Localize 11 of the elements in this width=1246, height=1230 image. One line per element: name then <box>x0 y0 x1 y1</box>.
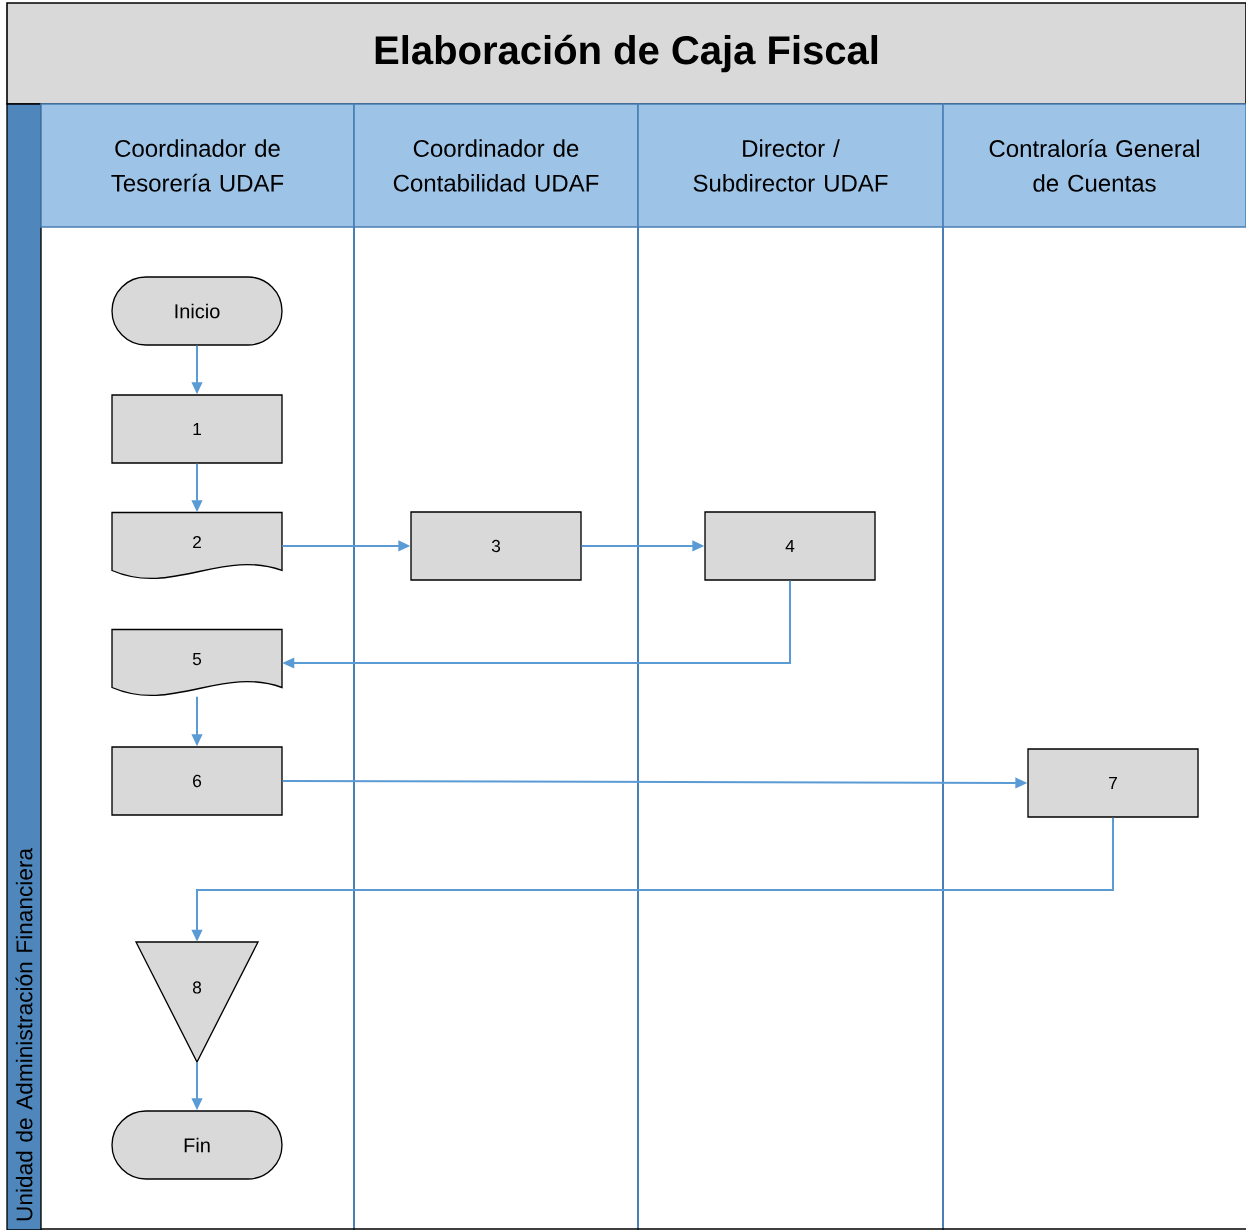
process-box: 3 <box>410 511 582 581</box>
pool-band: Unidad de Administración Financiera <box>6 103 42 1230</box>
process-box: 7 <box>1027 748 1199 818</box>
process-box: 4 <box>704 511 876 581</box>
lane-header: Coordinador de Tesorería UDAF <box>40 103 355 228</box>
title-band: Elaboración de Caja Fiscal <box>6 2 1246 105</box>
process-box: 6 <box>111 746 283 816</box>
lane-header: Contraloría General de Cuentas <box>942 103 1246 228</box>
lane-header: Coordinador de Contabilidad UDAF <box>353 103 639 228</box>
process-box: 1 <box>111 394 283 464</box>
lane-header: Director / Subdirector UDAF <box>637 103 944 228</box>
